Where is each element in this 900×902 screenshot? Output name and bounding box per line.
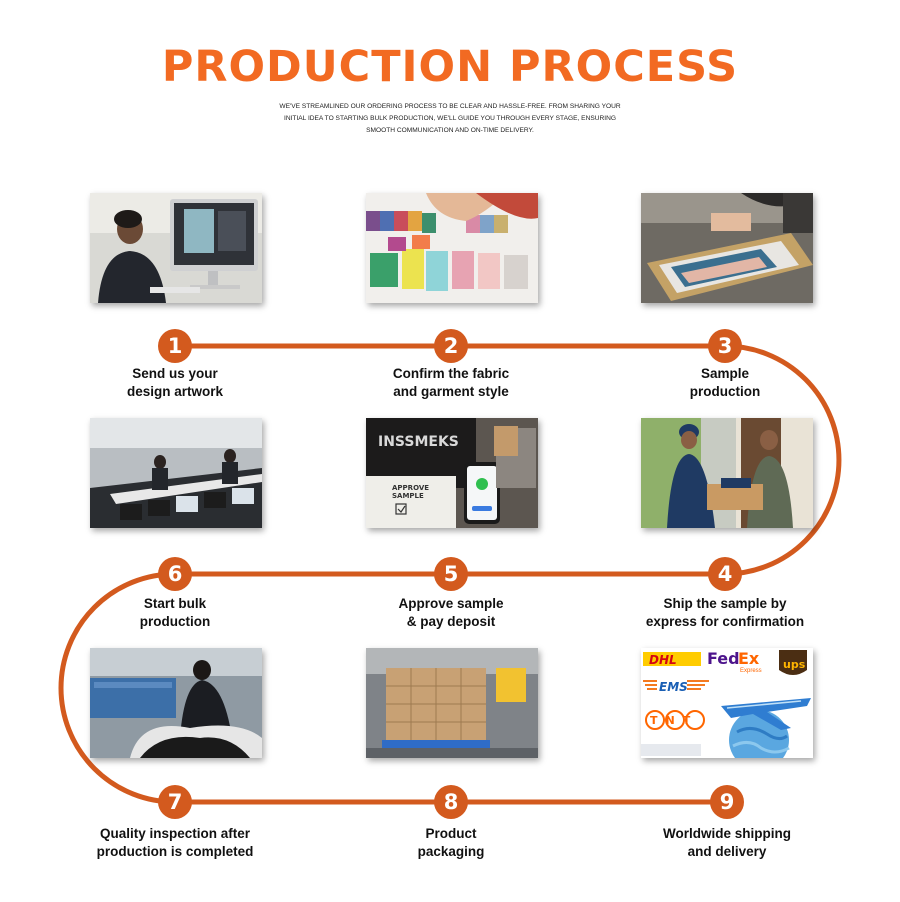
step-8-label: Product packaging: [341, 825, 561, 861]
step-6-badge: 6: [158, 557, 192, 591]
step-7-badge: 7: [158, 785, 192, 819]
step-4-line-1: Ship the sample by: [663, 596, 787, 611]
photo-fabric-swatches: [366, 193, 538, 303]
approve-card-line-2: SAMPLE: [392, 492, 424, 500]
photo-screen-printing: [641, 193, 813, 303]
step-3-line-1: Sample: [700, 366, 750, 381]
photo-approve-sample: INSSMEKS APPROVE SAMPLE: [366, 418, 538, 528]
dhl-logo-text: DHL: [649, 653, 677, 667]
page-intro: WE'VE STREAMLINED OUR ORDERING PROCESS T…: [279, 103, 621, 134]
step-7-line-2: production is completed: [96, 844, 254, 859]
fedex-logo-ex: Ex: [738, 649, 760, 668]
photo-bulk-production-line: [90, 418, 262, 528]
step-9-label: Worldwide shipping and delivery: [617, 825, 837, 861]
fedex-logo-sub: Express: [740, 668, 762, 674]
step-5-line-1: Approve sample: [398, 596, 504, 611]
page-title: PRODUCTION PROCESS: [161, 42, 739, 92]
step-4-line-2: express for confirmation: [645, 614, 805, 629]
step-8-line-2: packaging: [417, 844, 485, 859]
tnt-logo-text: TNT: [650, 714, 698, 727]
step-3-line-2: production: [689, 384, 761, 399]
step-1-line-2: design artwork: [126, 384, 224, 399]
step-7-line-1: Quality inspection after: [99, 826, 251, 841]
step-6-line-1: Start bulk: [143, 596, 207, 611]
step-3-badge: 3: [708, 329, 742, 363]
step-5-line-2: & pay deposit: [406, 614, 496, 629]
photo-quality-inspection: [90, 648, 262, 758]
step-8-badge: 8: [434, 785, 468, 819]
step-6-label: Start bulk production: [65, 595, 285, 631]
step-2-line-2: and garment style: [393, 384, 509, 399]
step-1-label: Send us your design artwork: [65, 365, 285, 401]
step-4-badge: 4: [708, 557, 742, 591]
step-4-label: Ship the sample by express for confirmat…: [615, 595, 835, 631]
ups-logo-text: ups: [783, 658, 806, 671]
step-7-label: Quality inspection after production is c…: [65, 825, 285, 861]
step-1-line-1: Send us your: [132, 366, 218, 381]
step-8-line-1: Product: [425, 826, 477, 841]
step-3-label: Sample production: [615, 365, 835, 401]
step-2-label: Confirm the fabric and garment style: [341, 365, 561, 401]
approve-card-line-1: APPROVE: [392, 484, 429, 492]
fedex-logo-fed: Fed: [707, 649, 740, 668]
step-1-badge: 1: [158, 329, 192, 363]
tshirt-print-text: INSSMEKS: [378, 434, 459, 450]
photo-designer-computer: [90, 193, 262, 303]
step-6-line-2: production: [139, 614, 211, 629]
step-9-line-1: Worldwide shipping: [663, 826, 791, 841]
photo-sample-delivery: [641, 418, 813, 528]
step-9-line-2: and delivery: [687, 844, 767, 859]
ems-logo-text: EMS: [659, 680, 688, 694]
step-5-badge: 5: [434, 557, 468, 591]
carrier-logos: DHL Fed Ex Express ups EMS TNT: [641, 648, 813, 758]
photo-product-packaging: [366, 648, 538, 758]
step-5-label: Approve sample & pay deposit: [341, 595, 561, 631]
step-2-line-1: Confirm the fabric: [392, 366, 510, 381]
step-2-badge: 2: [434, 329, 468, 363]
step-9-badge: 9: [710, 785, 744, 819]
